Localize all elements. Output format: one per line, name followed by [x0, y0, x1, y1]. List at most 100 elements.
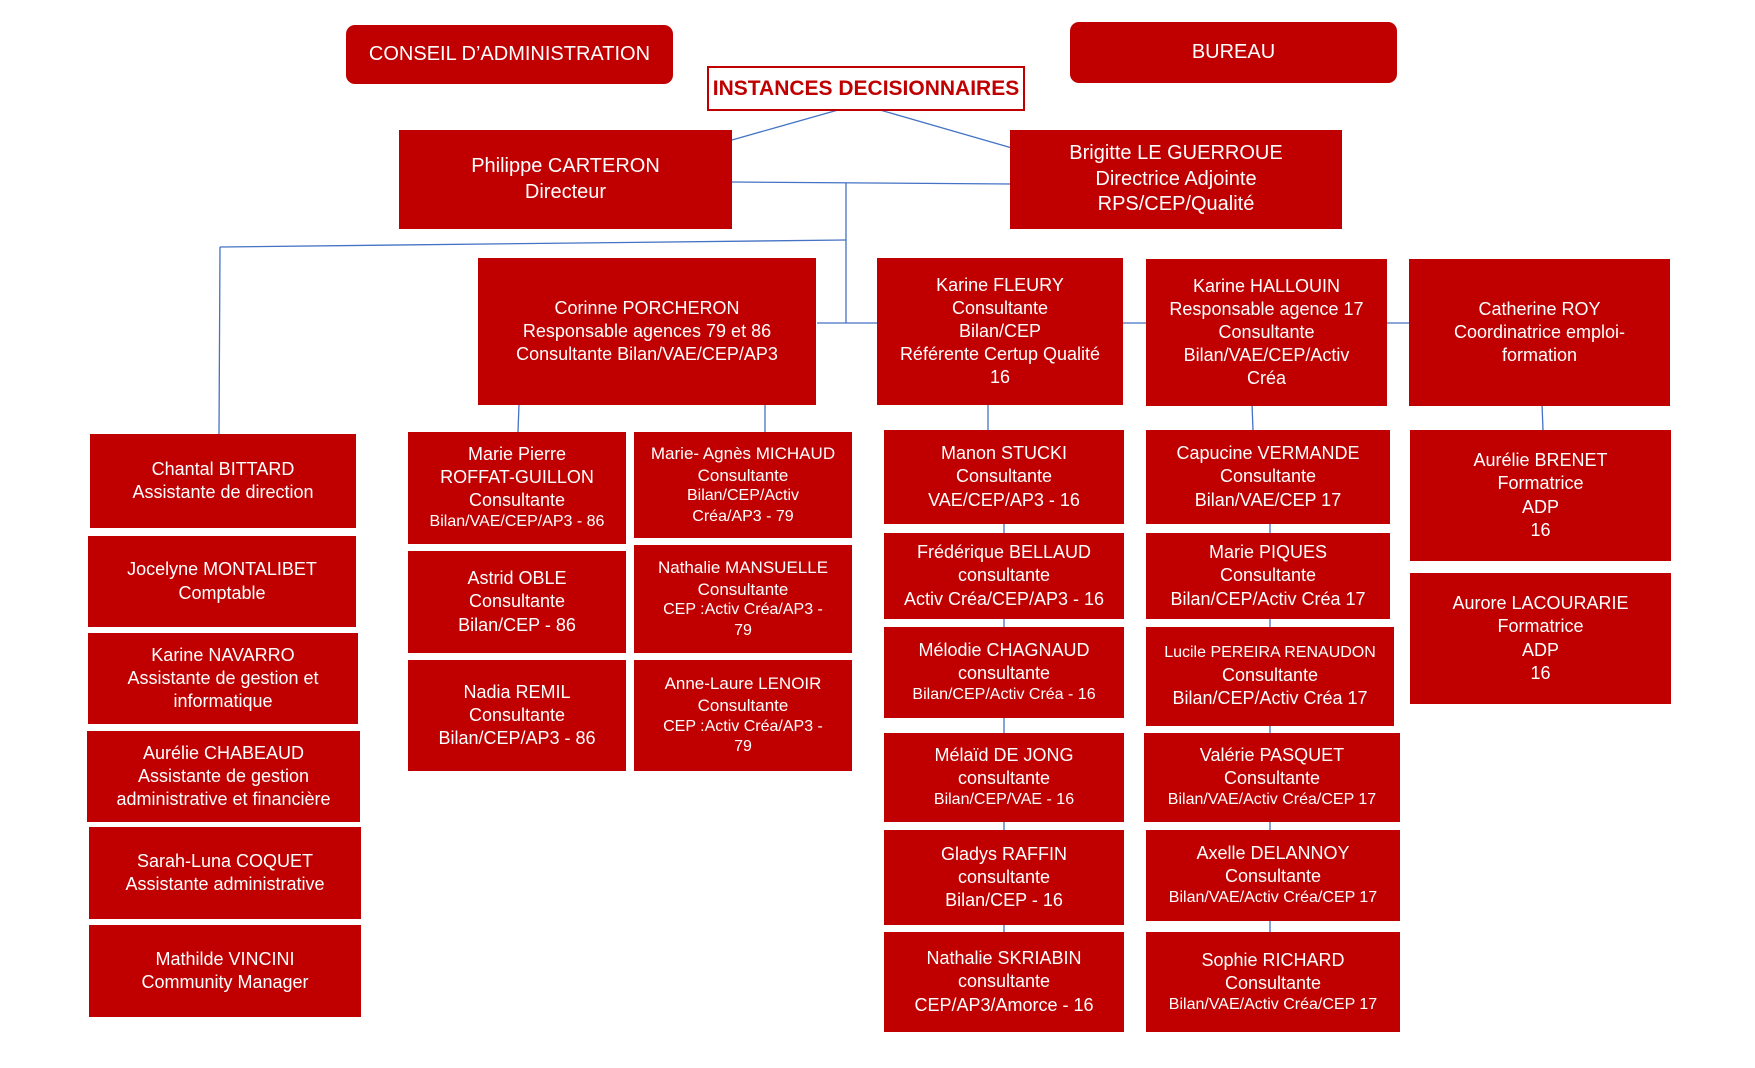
box-line: Bilan/CEP/Activ Créa 17 [1172, 687, 1368, 708]
box-line: Assistante de gestion [137, 765, 310, 786]
box-line: Bilan/VAE/Activ Créa/CEP 17 [1168, 995, 1378, 1013]
box-line: Consultante [697, 696, 789, 716]
box-line: Consultante Bilan/VAE/CEP/AP3 [516, 344, 778, 365]
box-line: VAE/CEP/AP3 - 16 [928, 489, 1080, 510]
consultant-delannoy-box: Axelle DELANNOY Consultante Bilan/VAE/Ac… [1146, 830, 1400, 921]
consultant-vermande-box: Capucine VERMANDE Consultante Bilan/VAE/… [1146, 430, 1390, 524]
box-line: Community Manager [141, 972, 309, 992]
box-line: informatique [173, 691, 273, 712]
box-line: Mélaïd DE JONG [934, 745, 1074, 766]
box-line: Directrice Adjointe [1095, 167, 1257, 190]
box-line: consultante [957, 768, 1051, 789]
box-line: consultante [957, 565, 1051, 586]
box-line: Créa/AP3 - 79 [692, 507, 794, 525]
box-line: Référente Certup Qualité [899, 344, 1101, 365]
box-line: Consultante [1223, 768, 1321, 789]
box-line: Bilan/CEP/VAE - 16 [933, 791, 1075, 809]
box-line: Consultante [1218, 321, 1315, 342]
staff-coquet-box: Sarah-Luna COQUET Assistante administrat… [89, 827, 361, 919]
formatrice-brenet-box: Aurélie BRENET Formatrice ADP 16 [1410, 430, 1671, 561]
box-line: Activ Créa/CEP/AP3 - 16 [903, 588, 1105, 609]
consultant-roffat-guillon-box: Marie Pierre ROFFAT-GUILLON Consultante … [408, 432, 626, 544]
consultant-pasquet-box: Valérie PASQUET Consultante Bilan/VAE/Ac… [1144, 733, 1400, 822]
box-line: Bilan/VAE/CEP 17 [1194, 489, 1342, 510]
box-line: Marie PIQUES [1208, 542, 1328, 563]
staff-vincini-box: Mathilde VINCINI Community Manager [89, 925, 361, 1017]
box-line: Responsable agences 79 et 86 [522, 320, 772, 341]
box-line: ADP [1521, 496, 1559, 517]
box-line: Sarah-Luna COQUET [136, 850, 314, 871]
consultant-richard-box: Sophie RICHARD Consultante Bilan/VAE/Act… [1146, 932, 1400, 1032]
box-line: Chantal BITTARD [151, 458, 295, 479]
formatrice-lacourarie-box: Aurore LACOURARIE Formatrice ADP 16 [1410, 573, 1671, 704]
box-line: 16 [989, 367, 1011, 388]
box-line: Capucine VERMANDE [1176, 443, 1360, 464]
box-line: Bilan/CEP/Activ [686, 487, 800, 505]
box-line: ADP [1521, 639, 1559, 660]
box-line: Nathalie MANSUELLE [657, 557, 829, 577]
box-line: Axelle DELANNOY [1196, 843, 1350, 864]
box-line: Consultante [1219, 565, 1317, 586]
box-line: Nadia REMIL [463, 681, 571, 702]
box-line: Bilan/CEP - 16 [945, 890, 1063, 911]
box-line: consultante [957, 663, 1051, 684]
box-line: Responsable agence 17 [1169, 298, 1364, 319]
consultant-piques-box: Marie PIQUES Consultante Bilan/CEP/Activ… [1146, 533, 1390, 619]
consultant-chagnaud-box: Mélodie CHAGNAUD consultante Bilan/CEP/A… [884, 627, 1124, 718]
box-line: Consultante [1219, 466, 1317, 487]
box-line: Sophie RICHARD [1201, 949, 1345, 970]
box-line: Lucile PEREIRA RENAUDON [1164, 644, 1376, 662]
staff-chabeaud-box: Aurélie CHABEAUD Assistante de gestion a… [87, 731, 360, 822]
box-line: Brigitte LE GUERROUE [1069, 142, 1283, 165]
box-line: Astrid OBLE [467, 568, 567, 589]
manager-hallouin-box: Karine HALLOUIN Responsable agence 17 Co… [1146, 259, 1387, 406]
box-line: consultante [957, 866, 1051, 887]
box-line: RPS/CEP/Qualité [1097, 193, 1255, 216]
consultant-pereira-renaudon-box: Lucile PEREIRA RENAUDON Consultante Bila… [1146, 627, 1394, 726]
box-line: Directeur [524, 180, 607, 203]
staff-navarro-box: Karine NAVARRO Assistante de gestion et … [88, 633, 358, 724]
box-line: Catherine ROY [1478, 298, 1601, 319]
box-line: Karine NAVARRO [151, 644, 295, 665]
box-line: Karine HALLOUIN [1192, 275, 1341, 296]
box-line: CONSEIL D’ADMINISTRATION [368, 42, 651, 65]
consultant-michaud-box: Marie- Agnès MICHAUD Consultante Bilan/C… [634, 432, 852, 538]
box-line: Créa [1246, 368, 1286, 389]
box-line: Bilan/VAE/Activ Créa/CEP 17 [1168, 889, 1378, 907]
box-line: Bilan/CEP - 86 [458, 614, 576, 635]
box-line: Aurore LACOURARIE [1452, 593, 1629, 614]
consultant-oble-box: Astrid OBLE Consultante Bilan/CEP - 86 [408, 551, 626, 653]
directeur-box: Philippe CARTERON Directeur [399, 130, 732, 229]
box-line: Consultante [697, 579, 789, 599]
box-line: Consultante [468, 591, 566, 612]
box-line: BUREAU [1191, 40, 1276, 63]
box-line: 79 [734, 738, 752, 756]
box-line: Marie- Agnès MICHAUD [650, 443, 836, 463]
box-line: Assistante de gestion et [127, 667, 319, 688]
box-line: Consultante [697, 465, 789, 485]
box-line: Assistante de direction [132, 482, 314, 502]
box-line: consultante [957, 971, 1051, 992]
box-line: CEP :Activ Créa/AP3 - [663, 601, 823, 619]
box-line: Bilan/CEP [958, 320, 1042, 341]
box-line: Nathalie SKRIABIN [926, 948, 1082, 969]
box-line: ROFFAT-GUILLON [440, 467, 594, 488]
consultant-mansuelle-box: Nathalie MANSUELLE Consultante CEP :Acti… [634, 545, 852, 653]
box-line: Marie Pierre [467, 444, 567, 465]
box-line: Consultante [468, 704, 566, 725]
staff-bittard-box: Chantal BITTARD Assistante de direction [90, 434, 356, 528]
consultant-stucki-box: Manon STUCKI Consultante VAE/CEP/AP3 - 1… [884, 430, 1124, 524]
box-line: CEP/AP3/Amorce - 16 [914, 994, 1094, 1015]
box-line: Gladys RAFFIN [940, 843, 1068, 864]
box-line: Bilan/CEP/Activ Créa 17 [1170, 588, 1366, 609]
box-line: Consultante [951, 297, 1049, 318]
box-line: Frédérique BELLAUD [916, 542, 1092, 563]
box-line: Philippe CARTERON [471, 154, 660, 177]
box-line: Mélodie CHAGNAUD [918, 640, 1090, 661]
box-line: Bilan/VAE/CEP/Activ [1183, 345, 1350, 366]
box-line: 16 [1530, 519, 1551, 540]
box-line: Consultante [468, 490, 566, 511]
box-line: Corinne PORCHERON [554, 297, 740, 318]
box-line: Consultante [1224, 866, 1322, 887]
box-line: Aurélie CHABEAUD [142, 742, 305, 763]
